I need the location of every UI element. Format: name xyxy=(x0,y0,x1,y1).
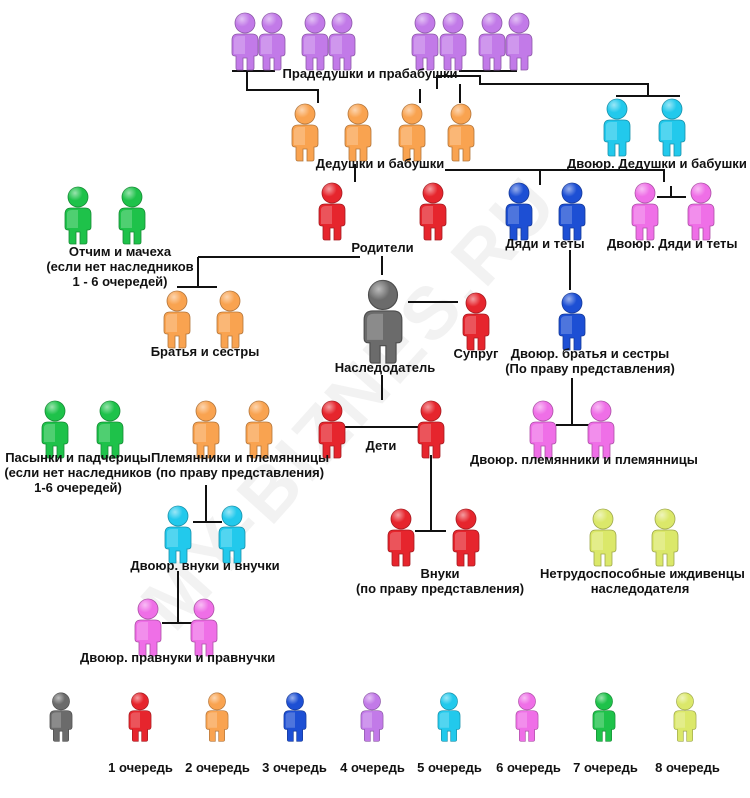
person-icon xyxy=(205,692,229,742)
siblings-label: Братья и сестры xyxy=(150,344,260,359)
person-icon xyxy=(192,400,220,459)
stepparents-line: 1 - 6 очередей) xyxy=(72,274,168,289)
person-icon xyxy=(344,103,372,162)
legend-label: 1 очередь xyxy=(108,760,173,775)
person-icon xyxy=(49,692,73,742)
person-icon xyxy=(363,279,403,364)
person-icon xyxy=(291,103,319,162)
dependents-line: Нетрудоспособные иждивенцы xyxy=(540,566,745,581)
person-icon xyxy=(589,508,617,567)
person-icon xyxy=(218,505,246,564)
legend-label: 5 очередь xyxy=(417,760,482,775)
grandchildren-label: Внуки (по праву представления) xyxy=(355,566,525,596)
person-icon xyxy=(603,98,631,157)
stepparents-label: Отчим и мачеха (если нет наследников 1 -… xyxy=(35,244,205,289)
person-icon xyxy=(64,186,92,245)
cousin-uncles-aunts-label: Двоюр. Дяди и теты xyxy=(607,236,738,251)
person-icon xyxy=(673,692,697,742)
person-icon xyxy=(190,598,218,657)
person-icon xyxy=(529,400,557,459)
cousin-great-grandchildren-label: Двоюр. правнуки и правнучки xyxy=(80,650,276,665)
person-icon xyxy=(587,400,615,459)
person-icon xyxy=(301,12,329,71)
person-icon xyxy=(231,12,259,71)
legend-label: 3 очередь xyxy=(262,760,327,775)
cousin-grandchildren-label: Двоюр. внуки и внучки xyxy=(130,558,280,573)
legend-label: 8 очередь xyxy=(655,760,720,775)
cousin-grandparents-label: Двоюр. Дедушки и бабушки xyxy=(567,156,747,171)
person-icon xyxy=(687,182,715,241)
person-icon xyxy=(462,292,490,351)
legend-label: 7 очередь xyxy=(573,760,638,775)
uncles-aunts-label: Дяди и теты xyxy=(505,236,585,251)
person-icon xyxy=(328,12,356,71)
parents-label: Родители xyxy=(351,240,414,255)
nephews-line: Племянники и племянницы xyxy=(150,450,330,465)
nephews-label: Племянники и племянницы (по праву предст… xyxy=(150,450,330,480)
person-icon xyxy=(505,182,533,241)
cousins-label: Двоюр. братья и сестры (По праву предста… xyxy=(500,346,680,376)
stepchildren-line: (если нет наследников xyxy=(4,465,152,480)
cousins-line: (По праву представления) xyxy=(505,361,675,376)
person-icon xyxy=(318,182,346,241)
person-icon xyxy=(452,508,480,567)
person-icon xyxy=(318,400,346,459)
person-icon xyxy=(631,182,659,241)
person-icon xyxy=(447,103,475,162)
person-icon xyxy=(164,505,192,564)
person-icon xyxy=(437,692,461,742)
spouse-label: Супруг xyxy=(453,346,499,361)
person-icon xyxy=(651,508,679,567)
person-icon xyxy=(558,182,586,241)
person-icon xyxy=(439,12,467,71)
stepchildren-line: Пасынки и падчерицы xyxy=(5,450,151,465)
legend-label: 2 очередь xyxy=(185,760,250,775)
person-icon xyxy=(258,12,286,71)
person-icon xyxy=(118,186,146,245)
person-icon xyxy=(387,508,415,567)
person-icon xyxy=(283,692,307,742)
person-icon xyxy=(128,692,152,742)
cousin-nephews-label: Двоюр. племянники и племянницы xyxy=(470,452,698,467)
person-icon xyxy=(558,292,586,351)
connector-lines xyxy=(162,70,686,624)
person-icon xyxy=(411,12,439,71)
person-icon xyxy=(41,400,69,459)
person-icon xyxy=(592,692,616,742)
children-label: Дети xyxy=(365,438,397,453)
grandparents-label: Дедушки и бабушки xyxy=(315,156,445,171)
stepparents-line: Отчим и мачеха xyxy=(68,244,172,259)
person-icon xyxy=(360,692,384,742)
person-icon xyxy=(96,400,124,459)
legend-label: 6 очередь xyxy=(496,760,561,775)
person-icon xyxy=(417,400,445,459)
person-icon xyxy=(658,98,686,157)
stepchildren-label: Пасынки и падчерицы (если нет наследнико… xyxy=(3,450,153,495)
grandchildren-line: Внуки xyxy=(420,566,460,581)
grandchildren-line: (по праву представления) xyxy=(355,581,525,596)
person-icon xyxy=(398,103,426,162)
nephews-line: (по праву представления) xyxy=(155,465,325,480)
person-icon xyxy=(134,598,162,657)
legend-label: 4 очередь xyxy=(340,760,405,775)
person-icon xyxy=(419,182,447,241)
person-icon xyxy=(478,12,506,71)
cousins-line: Двоюр. братья и сестры xyxy=(510,346,670,361)
great-grandparents-label: Прадедушки и прабабушки xyxy=(282,66,458,81)
testator-label: Наследодатель xyxy=(334,360,436,375)
person-icon xyxy=(216,290,244,349)
person-icon xyxy=(245,400,273,459)
stepchildren-line: 1-6 очередей) xyxy=(34,480,122,495)
person-icon xyxy=(515,692,539,742)
dependents-label: Нетрудоспособные иждивенцы наследодателя xyxy=(540,566,745,596)
stepparents-line: (если нет наследников xyxy=(46,259,194,274)
dependents-line: наследодателя xyxy=(590,581,690,596)
person-icon xyxy=(505,12,533,71)
person-icon xyxy=(163,290,191,349)
